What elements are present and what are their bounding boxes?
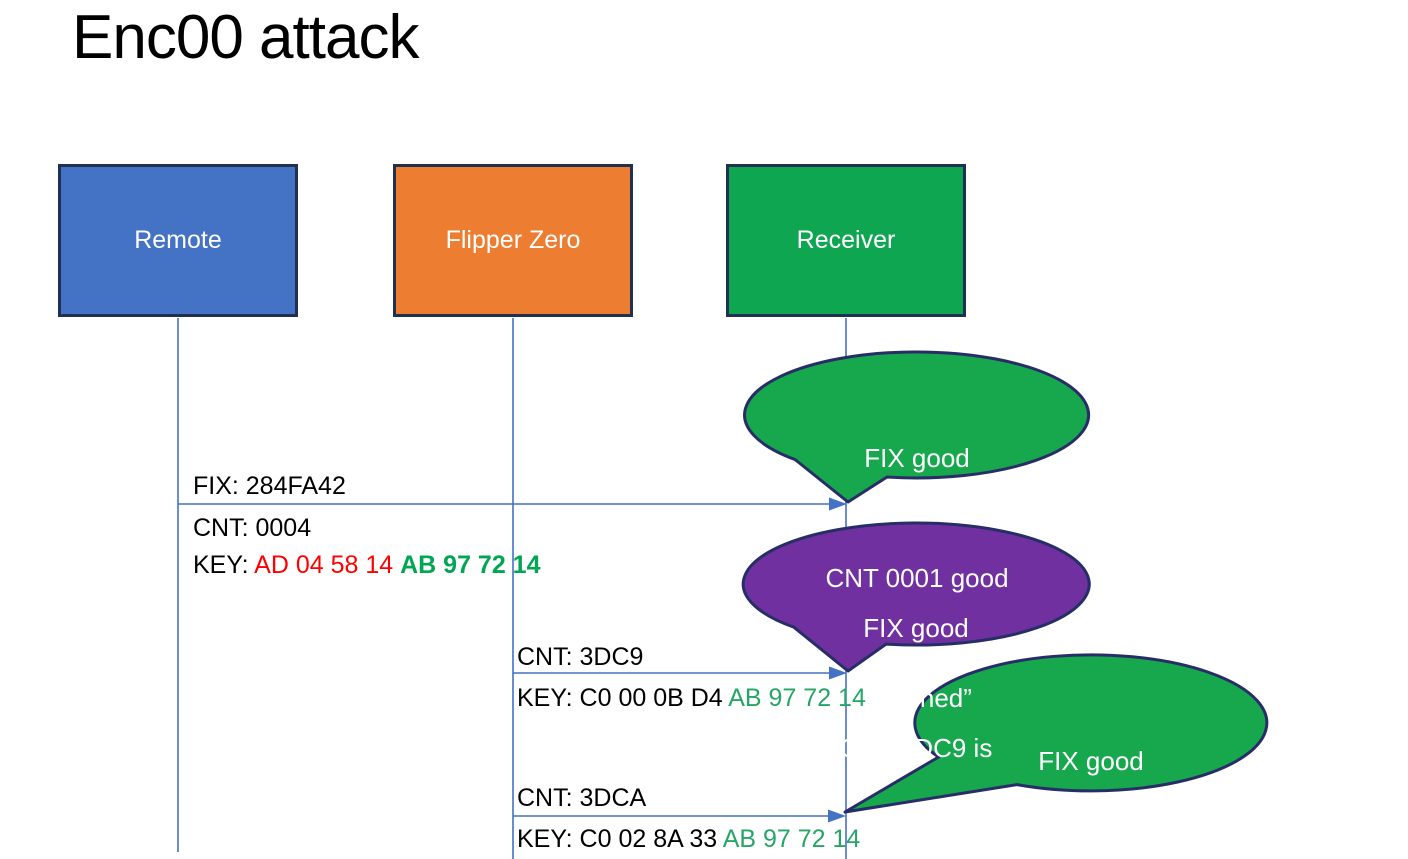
speech-bubble-3-text: FIX good CNT is 3DCA “Opened” <box>939 666 1243 859</box>
message3-cnt-label: CNT: 3DCA <box>517 784 647 812</box>
message2-arrowhead-icon <box>829 666 847 680</box>
actor-label-receiver: Receiver <box>796 226 896 254</box>
message3-key-prefix: KEY: C0 02 8A 33 <box>517 825 723 853</box>
actor-box-receiver: Receiver <box>726 164 966 317</box>
message1-key-green-bytes: AB 97 72 14 <box>400 551 541 579</box>
message1-arrowhead-icon <box>829 497 847 511</box>
actor-box-remote: Remote <box>58 164 298 317</box>
slide-title: Enc00 attack <box>72 3 419 72</box>
speech-bubble-1-text: FIX good CNT 0001 good “Opened” <box>765 358 1069 798</box>
speech-bubble-3 <box>843 653 1269 814</box>
message2-key-green-bytes: AB 97 72 14 <box>728 684 866 712</box>
speech-bubble-1-line-2: CNT 0001 good <box>825 563 1009 593</box>
speech-bubble-2-line-1: FIX good <box>863 613 969 643</box>
actor-box-flipper-zero: Flipper Zero <box>393 164 633 317</box>
message1-key-red-bytes: AD 04 58 14 <box>254 551 401 579</box>
message1-fix-label: FIX: 284FA42 <box>193 472 346 500</box>
message2-cnt-label: CNT: 3DC9 <box>517 643 644 671</box>
speech-bubble-2-text: FIX good CNT 3DC9 is future code <box>764 528 1068 859</box>
speech-bubble-2-line-3: future code <box>764 848 1068 859</box>
actor-label-remote: Remote <box>134 226 222 254</box>
actor-label-flipper-zero: Flipper Zero <box>445 226 581 254</box>
message1-key-label: KEY: AD 04 58 14 AB 97 72 14 <box>193 550 540 580</box>
message2-key-prefix: KEY: C0 00 0B D4 <box>517 684 729 712</box>
speech-bubble-1 <box>743 350 1091 504</box>
speech-bubble-1-line-3: “Opened” <box>862 683 972 713</box>
speech-bubble-2 <box>741 521 1091 673</box>
message1-cnt-label: CNT: 0004 <box>193 514 312 542</box>
speech-bubble-2-line-2: CNT 3DC9 is <box>839 733 993 763</box>
speech-bubble-3-line-1: FIX good <box>1038 746 1144 776</box>
message3-key-label: KEY: C0 02 8A 33 AB 97 72 14 <box>517 824 860 854</box>
speech-bubble-1-line-1: FIX good <box>864 443 970 473</box>
message3-arrowhead-icon <box>828 809 846 823</box>
message2-key-label: KEY: C0 00 0B D4 AB 97 72 14 <box>517 683 866 713</box>
message1-key-prefix: KEY: <box>193 551 255 579</box>
message3-key-green-bytes: AB 97 72 14 <box>722 825 861 853</box>
